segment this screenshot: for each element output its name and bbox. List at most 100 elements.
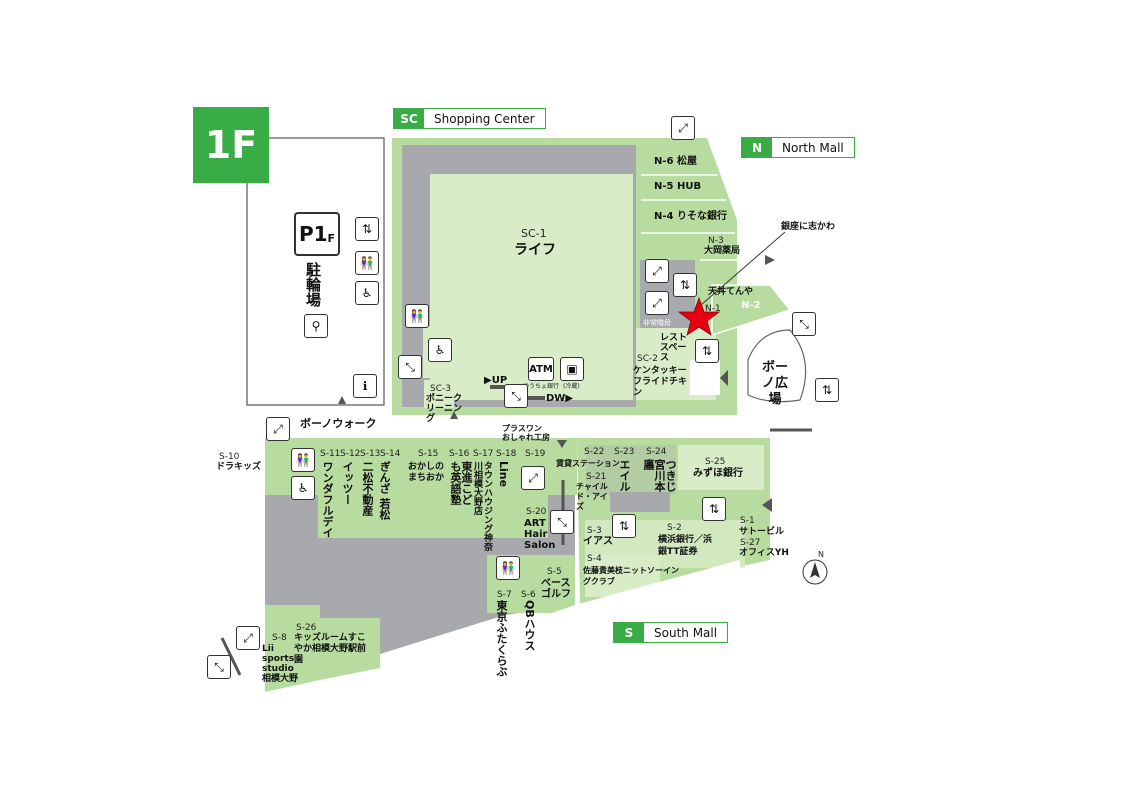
s24-name: つきじ宮川本廛 (642, 459, 677, 492)
escalator-icon: ⤢ (236, 626, 260, 650)
s25-code: S-25 (705, 457, 726, 467)
s1-code: S-1 (740, 516, 755, 526)
s4-name: 佐藤貴美枝ニットソーイングクラブ (583, 566, 679, 586)
restroom-icon: 👫 (355, 251, 379, 275)
s20-name: ART Hair Salon (524, 518, 556, 551)
s26-code: S-26 (296, 623, 317, 633)
s17-name: タウンハウジング神奈川相模大野店 (472, 461, 492, 551)
s19-code: S-19 (525, 449, 546, 459)
s8-code: S-8 (272, 633, 287, 643)
s5-code: S-5 (547, 567, 562, 577)
escalator-up-label: ▶UP (484, 375, 508, 386)
legend-north: N North Mall (741, 137, 855, 158)
sc2-code: SC-2 (637, 354, 658, 364)
rest-space-label: レストスペース (660, 333, 688, 363)
s14-code: S-14 (380, 449, 401, 459)
escalator-icon: ⤢ (671, 116, 695, 140)
north-arrow-label: N (818, 550, 824, 559)
s6-code: S-6 (521, 590, 536, 600)
s14-name: ぎんざ 若松 (378, 461, 391, 520)
ginza-shikawa-label: 銀座に志かわ (781, 222, 836, 232)
s4-code: S-4 (587, 554, 602, 564)
legend-s-code: S (614, 623, 644, 642)
s6-name: QBハウス (523, 600, 536, 651)
floor-badge: 1F (193, 107, 269, 183)
n1-label: N-1 (705, 304, 721, 314)
tenten-label: 天丼てんや (708, 287, 754, 297)
n5-label: N-5 HUB (654, 181, 702, 192)
emergency-stairs-label: 非常階段 (643, 319, 671, 327)
escalator-icon: ⤢ (266, 417, 290, 441)
s26-name: キッズルームすこやか相模大野駅前園 (294, 633, 367, 665)
bono-plaza (747, 329, 807, 403)
s1-name: サトービル (739, 527, 785, 537)
s7-name: 東京ふたくらぶ (495, 600, 508, 677)
bono-plaza-label: ボーノ広場 (761, 360, 788, 407)
s7-code: S-7 (497, 590, 512, 600)
current-location-star-icon (677, 296, 721, 336)
s12-code: S-12 (340, 449, 361, 459)
n4-label: N-4 りそな銀行 (654, 211, 727, 222)
elevator-icon: ⇅ (673, 273, 697, 297)
atm-note: ゆうちょ銀行 (523, 383, 560, 390)
up-text: UP (491, 375, 508, 386)
n2-area (711, 284, 792, 337)
parking-code: P1 (298, 222, 328, 246)
s16-name: 東進こども英語塾 (449, 461, 473, 505)
s20-code: S-20 (526, 507, 547, 517)
s11-code: S-11 (320, 449, 341, 459)
s8-name: Lii sports studio 相模大野 (262, 644, 299, 684)
s18-code: S-18 (496, 449, 517, 459)
restroom-icon: 👫 (291, 448, 315, 472)
legend-s-name: South Mall (654, 625, 718, 640)
escalator-icon: ⤡ (550, 510, 574, 534)
legend-sc-name: Shopping Center (434, 111, 535, 126)
s8-area (265, 605, 320, 692)
legend-sc: SC Shopping Center (393, 108, 546, 129)
s3-code: S-3 (587, 526, 602, 536)
accessible-restroom-icon: ♿ (355, 281, 379, 305)
escalator-icon: ⤢ (521, 466, 545, 490)
escalator-icon: ⤡ (398, 355, 422, 379)
s27-code: S-27 (740, 538, 761, 548)
s2-code: S-2 (667, 523, 682, 533)
s2-name: 横浜銀行／浜銀TT証券 (658, 535, 713, 557)
bicycle-parking-label: 駐輪場 (304, 262, 322, 307)
legend-n-name: North Mall (782, 140, 844, 155)
restroom-icon: 👫 (496, 556, 520, 580)
atm-label: ATM (529, 363, 553, 375)
s10-code: S-10 (219, 452, 240, 462)
escalator-icon: ⤢ (645, 291, 669, 315)
s13-name: 二松不動産 (361, 461, 374, 516)
elevator-icon: ⇅ (612, 514, 636, 538)
s21-code: S-21 (586, 472, 607, 482)
n3-code: N-3 (708, 236, 724, 246)
accessible-restroom-icon: ♿ (291, 476, 315, 500)
s21-name: チャイルド・アイズ (576, 482, 608, 511)
s5-name: ベースゴルフ (541, 578, 571, 600)
sc3-area (424, 380, 454, 408)
s17-code: S-17 (473, 449, 494, 459)
s16-code: S-16 (449, 449, 470, 459)
escalator-icon: ⤡ (207, 655, 231, 679)
restroom-icon: 👫 (405, 304, 429, 328)
legend-sc-code: SC (394, 109, 424, 128)
legend-n-code: N (742, 138, 772, 157)
s23-name: エイル (618, 459, 631, 492)
escalator-icon: ⤢ (645, 259, 669, 283)
s18-name: Line (497, 461, 510, 488)
s12-name: イッツー (341, 461, 354, 505)
s13-code: S-13 (360, 449, 381, 459)
s27-name: オフィスYH (739, 548, 789, 558)
sc3-code: SC-3 (430, 384, 451, 394)
atm-icon: ATM (528, 357, 554, 381)
elevator-icon: ⇅ (695, 339, 719, 363)
locker-note: (冷蔵) (563, 383, 580, 390)
plus-one-label: プラスワン おしゃれ工房 (502, 424, 550, 442)
sc2-name: ケンタッキーフライドチキン (633, 366, 688, 398)
sc1-name: ライフ (514, 242, 556, 258)
s24-code: S-24 (646, 447, 667, 457)
coin-locker-icon: ▣ (560, 357, 584, 381)
